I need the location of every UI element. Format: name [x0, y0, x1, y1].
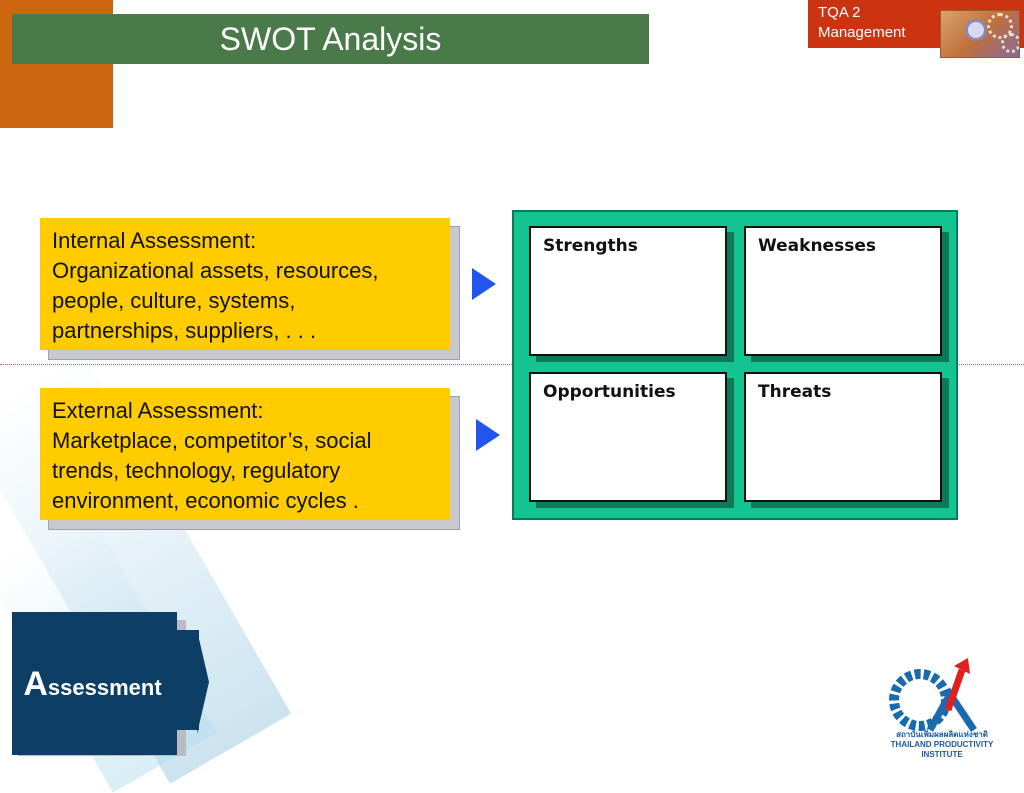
assessment-first-letter: A — [23, 665, 48, 703]
triangle-right-icon — [476, 419, 500, 451]
logo-text: สถาบันเพิ่มผลผลิตแห่งชาติ THAILAND PRODU… — [880, 730, 1004, 760]
slide-title: SWOT Analysis — [12, 14, 649, 64]
swot-grid: Strengths Weaknesses Opportunities Threa… — [512, 210, 958, 520]
arrow-right-icon — [197, 630, 209, 734]
assessment-nav-box[interactable] — [12, 612, 177, 755]
badge-photo-image — [940, 10, 1020, 58]
gear-icon — [987, 13, 1013, 39]
slide-title-text: SWOT Analysis — [219, 20, 442, 57]
swot-cell-weaknesses: Weaknesses — [744, 226, 942, 356]
triangle-right-icon — [472, 268, 496, 300]
badge-line-2: Management — [818, 24, 906, 41]
external-line: environment, economic cycles . — [52, 488, 359, 513]
strengths-label: Strengths — [543, 236, 638, 256]
logo-english-text: THAILAND PRODUCTIVITY INSTITUTE — [890, 740, 994, 759]
tqa-badge: TQA 2 Management — [808, 0, 1024, 58]
external-line: External Assessment: — [52, 398, 264, 423]
badge-line-1: TQA 2 — [818, 4, 861, 21]
external-line: trends, technology, regulatory — [52, 458, 341, 483]
assessment-rest: ssessment — [47, 675, 162, 700]
swot-cell-strengths: Strengths — [529, 226, 727, 356]
threats-label: Threats — [758, 382, 832, 402]
internal-line: Organizational assets, resources, — [52, 258, 379, 283]
assessment-nav-arrow — [177, 630, 199, 730]
gear-icon — [1001, 33, 1019, 53]
badge-text: TQA 2 Management — [818, 3, 906, 43]
external-line: Marketplace, competitor’s, social — [52, 428, 372, 453]
swot-cell-opportunities: Opportunities — [529, 372, 727, 502]
internal-line: partnerships, suppliers, . . . — [52, 318, 317, 343]
magnifier-icon — [965, 19, 987, 41]
external-assessment-box: External Assessment: Marketplace, compet… — [40, 388, 450, 520]
logo-thai-text: สถาบันเพิ่มผลผลิตแห่งชาติ — [896, 730, 988, 739]
internal-assessment-box: Internal Assessment: Organizational asse… — [40, 218, 450, 350]
tpi-logo — [889, 658, 977, 732]
weaknesses-label: Weaknesses — [758, 236, 876, 256]
internal-line: people, culture, systems, — [52, 288, 296, 313]
internal-line: Internal Assessment: — [52, 228, 257, 253]
swot-cell-threats: Threats — [744, 372, 942, 502]
logo-mark — [889, 658, 977, 732]
assessment-nav-label[interactable]: Assessment — [0, 665, 185, 704]
opportunities-label: Opportunities — [543, 382, 676, 402]
